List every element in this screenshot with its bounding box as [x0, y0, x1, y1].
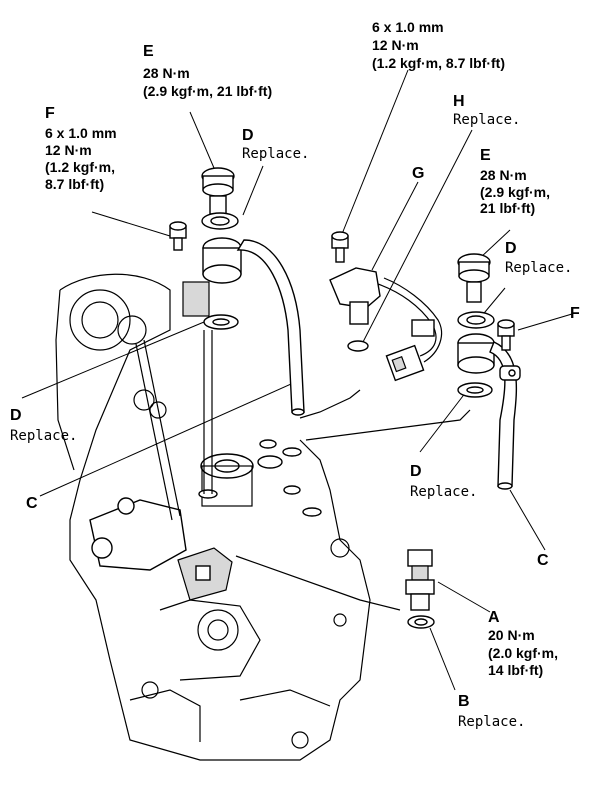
label-h-note: Replace.	[453, 112, 520, 128]
labels: E 28 N·m (2.9 kgf·m, 21 lbf·ft) F 6 x 1.…	[10, 19, 580, 730]
label-h-letter: H	[453, 93, 465, 110]
label-f-left-size: 6 x 1.0 mm	[45, 125, 117, 141]
label-e-right-alt1: (2.9 kgf·m,	[480, 184, 550, 200]
sensor-g-assembly	[329, 231, 443, 382]
label-c-left-letter: C	[26, 495, 38, 512]
clip-connector	[411, 319, 435, 337]
label-b-note: Replace.	[458, 714, 525, 730]
o-ring-h	[347, 340, 369, 352]
label-d-right-letter: D	[505, 240, 517, 257]
sensor-connector	[385, 344, 425, 382]
label-e-right-torque: 28 N·m	[480, 167, 527, 183]
washer-d-lower-left	[203, 314, 239, 330]
bolt-6x1-top	[331, 231, 349, 263]
label-f-left-alt1: (1.2 kgf·m,	[45, 159, 115, 175]
label-d-lower-note: Replace.	[410, 484, 477, 500]
label-c-right-letter: C	[537, 552, 549, 569]
sensor-g-body	[329, 267, 381, 309]
label-f-right-letter: F	[570, 305, 580, 322]
bracket-right	[499, 365, 521, 381]
label-f-left-alt2: 8.7 lbf·ft)	[45, 176, 104, 192]
hose-c-left	[236, 239, 305, 413]
label-a-torque: 20 N·m	[488, 627, 535, 643]
label-e-top-torque: 28 N·m	[143, 65, 190, 81]
bolt-f-left	[169, 221, 187, 251]
leader-lines	[21, 69, 573, 691]
label-e-top-letter: E	[143, 43, 154, 60]
label-bolt-top-alt: (1.2 kgf·m, 8.7 lbf·ft)	[372, 55, 505, 71]
banjo-bolt-e-right	[457, 253, 491, 303]
label-d-lower-letter: D	[410, 463, 422, 480]
label-bolt-top-torque: 12 N·m	[372, 37, 419, 53]
label-e-right-alt2: 21 lbf·ft)	[480, 200, 535, 216]
banjo-fitting-left	[202, 237, 242, 284]
label-d-top-letter: D	[242, 127, 254, 144]
label-d-left-letter: D	[10, 407, 22, 424]
label-a-letter: A	[488, 609, 500, 626]
label-d-left-note: Replace.	[10, 428, 77, 444]
bracket-left	[182, 281, 210, 317]
label-a-alt1: (2.0 kgf·m,	[488, 645, 558, 661]
label-a-alt2: 14 lbf·ft)	[488, 662, 543, 678]
bolt-f-right	[497, 319, 515, 351]
label-e-top-alt: (2.9 kgf·m, 21 lbf·ft)	[143, 83, 272, 99]
label-b-letter: B	[458, 693, 470, 710]
label-g-letter: G	[412, 165, 424, 182]
washer-d-upper-left	[201, 212, 239, 230]
label-f-left-letter: F	[45, 105, 55, 122]
banjo-bolt-e-left	[201, 167, 235, 215]
label-d-top-note: Replace.	[242, 146, 309, 162]
label-d-right-note: Replace.	[505, 260, 572, 276]
banjo-fitting-right	[457, 333, 495, 374]
washer-d-upper-right	[457, 311, 495, 329]
label-f-left-torque: 12 N·m	[45, 142, 92, 158]
transmission-housing	[55, 273, 471, 761]
label-bolt-top-size: 6 x 1.0 mm	[372, 19, 444, 35]
left-hose-assembly	[169, 167, 305, 416]
label-e-right-letter: E	[480, 147, 491, 164]
washer-d-lower-right	[457, 382, 493, 398]
sensor-a-assembly	[405, 549, 435, 629]
right-hose-assembly	[457, 253, 521, 490]
